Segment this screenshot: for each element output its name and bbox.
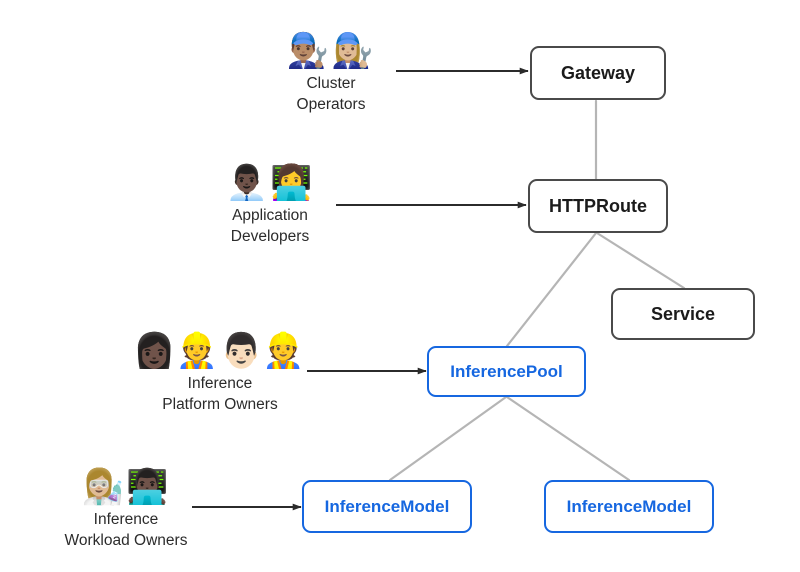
inference-platform-owners-label-line1: Inference bbox=[187, 375, 253, 392]
application-developers-label-line1: Application bbox=[232, 207, 308, 224]
inference-platform-owners-label-line2: Platform Owners bbox=[162, 396, 278, 413]
cluster-operators-label-line1: Cluster bbox=[306, 75, 356, 92]
inference-platform-owners-avatar-icons: 👩🏿‍👷👨🏻‍👷 bbox=[133, 331, 307, 371]
persona-inference-workload-owners: 👩🏼‍🔬👨🏿‍💻 Inference Workload Owners bbox=[21, 466, 231, 550]
node-inferencemodel-1[interactable]: InferenceModel bbox=[302, 480, 472, 533]
inference-workload-owners-label-line2: Workload Owners bbox=[64, 532, 188, 549]
edge-inferencepool-model-2 bbox=[505, 395, 631, 482]
persona-cluster-operators: 👨🏽‍🔧👩🏼‍🔧 Cluster Operators bbox=[226, 30, 436, 114]
node-inferencepool[interactable]: InferencePool bbox=[427, 346, 586, 397]
edge-httproute-service bbox=[595, 231, 686, 290]
application-developers-avatar-icons: 👨🏿‍💼👩‍💻 bbox=[225, 163, 315, 203]
edge-inferencepool-model-1 bbox=[388, 395, 508, 482]
node-service[interactable]: Service bbox=[611, 288, 755, 340]
cluster-operators-avatar-icons: 👨🏽‍🔧👩🏼‍🔧 bbox=[286, 31, 376, 71]
node-gateway[interactable]: Gateway bbox=[530, 46, 666, 100]
persona-application-developers: 👨🏿‍💼👩‍💻 Application Developers bbox=[165, 162, 375, 246]
node-inferencemodel-2[interactable]: InferenceModel bbox=[544, 480, 714, 533]
persona-inference-platform-owners: 👩🏿‍👷👨🏻‍👷 Inference Platform Owners bbox=[115, 330, 325, 414]
inference-workload-owners-avatar-icons: 👩🏼‍🔬👨🏿‍💻 bbox=[81, 467, 171, 507]
inference-workload-owners-label-line1: Inference bbox=[93, 511, 159, 528]
edge-httproute-inferencepool bbox=[505, 231, 598, 348]
application-developers-label-line2: Developers bbox=[230, 228, 310, 245]
cluster-operators-label-line2: Operators bbox=[296, 96, 366, 113]
node-httproute[interactable]: HTTPRoute bbox=[528, 179, 668, 233]
